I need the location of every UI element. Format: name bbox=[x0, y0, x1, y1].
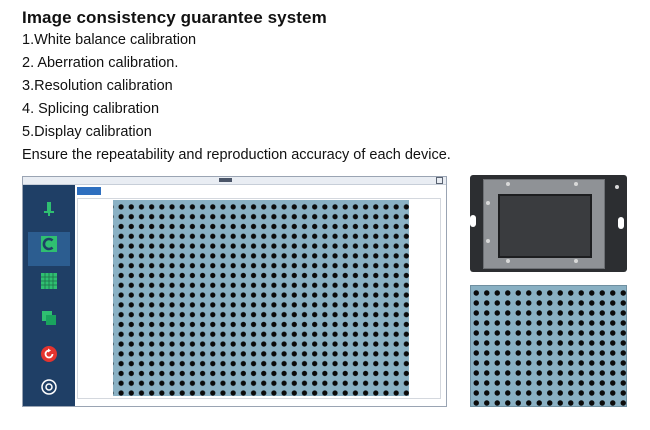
screw bbox=[486, 201, 490, 205]
screw bbox=[574, 259, 578, 263]
screw bbox=[574, 182, 578, 186]
window-titlebar bbox=[23, 177, 446, 185]
device-plate bbox=[483, 179, 605, 269]
sidebar-item-layers[interactable] bbox=[28, 306, 70, 340]
window-close-icon[interactable] bbox=[436, 177, 443, 184]
feature-item-1: 1.White balance calibration bbox=[22, 32, 197, 48]
feature-item-5: 5.Display calibration bbox=[22, 124, 152, 140]
status-bar bbox=[77, 397, 439, 405]
grid-icon bbox=[41, 273, 57, 289]
feature-item-4: 4. Splicing calibration bbox=[22, 101, 160, 117]
settings-circle-icon bbox=[41, 379, 57, 395]
toolbar-button[interactable] bbox=[77, 187, 101, 195]
refresh-icon bbox=[41, 346, 57, 362]
screw bbox=[615, 185, 619, 189]
sidebar-item-pin[interactable] bbox=[28, 197, 70, 231]
feature-item-3: 3.Resolution calibration bbox=[22, 78, 173, 94]
page-title: Image consistency guarantee system bbox=[22, 8, 327, 27]
screw bbox=[486, 239, 490, 243]
pin-icon bbox=[44, 202, 54, 216]
calibration-device-photo bbox=[470, 175, 627, 272]
screw bbox=[506, 259, 510, 263]
layers-icon bbox=[42, 311, 56, 325]
device-notch bbox=[618, 217, 624, 229]
dot-pattern-image bbox=[113, 200, 409, 396]
sidebar-item-calibration[interactable] bbox=[28, 232, 70, 266]
calibration-c-icon bbox=[41, 236, 57, 252]
summary-text: Ensure the repeatability and reproductio… bbox=[22, 147, 451, 163]
calibration-software-window bbox=[22, 176, 447, 407]
sidebar bbox=[23, 185, 75, 406]
window-title-mark bbox=[219, 178, 232, 182]
sidebar-item-grid[interactable] bbox=[28, 269, 70, 303]
dot-pattern-sample bbox=[470, 285, 627, 407]
screw bbox=[506, 182, 510, 186]
feature-item-2: 2. Aberration calibration. bbox=[22, 55, 179, 71]
sidebar-item-settings[interactable] bbox=[28, 375, 70, 409]
calibration-canvas bbox=[77, 198, 441, 399]
sidebar-item-refresh[interactable] bbox=[28, 342, 70, 376]
device-notch bbox=[470, 215, 476, 227]
device-screen bbox=[498, 194, 592, 258]
